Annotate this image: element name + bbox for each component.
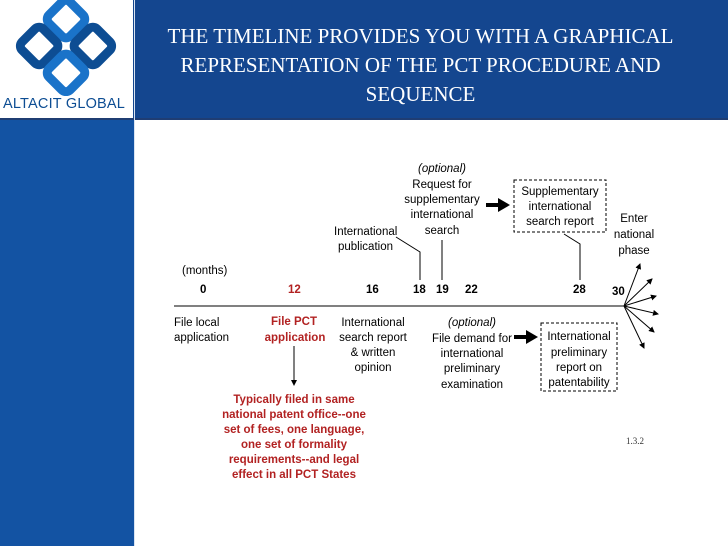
tick-28: 28 (573, 284, 586, 296)
logo-mark-icon (15, 0, 117, 96)
iprp-line4: patentability (548, 377, 610, 389)
national-phase-line1: Enter (620, 213, 648, 225)
tick-19: 19 (436, 284, 449, 296)
tick-0: 0 (200, 284, 206, 296)
demand-line3: preliminary (444, 363, 500, 375)
to-supp-report-arrow-icon (486, 198, 510, 212)
months-label: (months) (182, 265, 228, 277)
national-phase-line3: phase (618, 245, 649, 257)
to-iprp-arrow-icon (514, 330, 538, 344)
file-local-line2: application (174, 332, 229, 344)
tick-12: 12 (288, 284, 301, 296)
tick-16: 16 (366, 284, 379, 296)
request-supp-optional: (optional) (418, 163, 466, 175)
pct-note-line1: Typically filed in same (233, 394, 354, 406)
pct-note-line3: set of fees, one language, (224, 424, 365, 436)
page-title: THE TIMELINE PROVIDES YOU WITH A GRAPHIC… (167, 24, 674, 106)
pct-note-line2: national patent office--one (222, 409, 366, 421)
pct-note-line5: requirements--and legal (229, 454, 359, 466)
request-supp-line3: international (411, 209, 474, 221)
slide-ref: 1.3.2 (626, 436, 644, 446)
national-phase-line2: national (614, 229, 654, 241)
file-pct-line2: application (265, 332, 326, 344)
publication-leader (395, 236, 421, 280)
request-supp-line1: Request for (412, 179, 472, 191)
tick-30: 30 (612, 286, 625, 298)
demand-line1: File demand for (432, 333, 512, 345)
sidebar-panel (0, 120, 134, 546)
supp-report-line2: international (529, 201, 592, 213)
header-bar (133, 0, 728, 119)
national-phase-fan (623, 263, 659, 349)
publication-line2: publication (338, 241, 393, 253)
pct-note-line4: one set of formality (241, 439, 348, 451)
brand-name: ALTACIT GLOBAL (3, 96, 126, 112)
supp-report-box (513, 179, 607, 233)
tick-22: 22 (465, 284, 478, 296)
supp-report-line3: search report (526, 216, 595, 228)
demand-optional: (optional) (448, 317, 496, 329)
sidebar-divider (134, 0, 135, 546)
pct-note-line6: effect in all PCT States (232, 469, 356, 481)
supp-report-line1: Supplementary (521, 186, 599, 198)
publication-line1: International (334, 226, 397, 238)
search-report-line3: & written (351, 347, 396, 359)
logo: ALTACIT GLOBAL (0, 0, 133, 120)
iprp-line1: International (547, 331, 610, 343)
demand-line2: international (441, 348, 504, 360)
search-report-line4: opinion (354, 362, 391, 374)
supp-report-leader (563, 233, 581, 280)
request-supp-line2: supplementary (404, 194, 480, 206)
header-divider (0, 118, 728, 120)
iprp-line2: preliminary (551, 347, 607, 359)
iprp-box (540, 322, 618, 392)
request-supp-line4: search (425, 225, 460, 237)
iprp-line3: report on (556, 362, 602, 374)
pct-note: Typically filed in same national patent … (222, 394, 366, 481)
search-report-line1: International (341, 317, 404, 329)
search-report-line2: search report (339, 332, 408, 344)
demand-line4: examination (441, 379, 503, 391)
file-pct-line1: File PCT (271, 316, 317, 328)
tick-18: 18 (413, 284, 426, 296)
file-local-line1: File local (174, 317, 219, 329)
